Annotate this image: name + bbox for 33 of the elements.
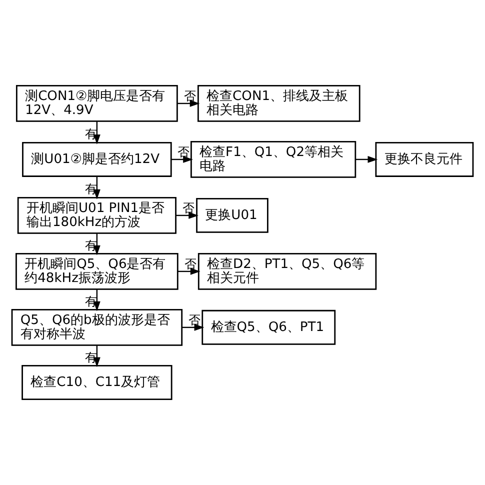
arrow [93,345,100,368]
node-box: 测U01②脚是否约12V [22,142,172,177]
node-box: 检查CON1、排线及主板相关电路 [197,85,360,122]
edge-label: 否 [182,201,195,216]
edge-label: 否 [178,145,190,160]
arrow [93,233,100,256]
edge-label: 否 [184,89,196,104]
arrow [182,324,204,331]
node-box: 测CON1②脚电压是否有12V、4.9V [16,85,178,122]
edge-label: 有 [84,238,97,252]
edge-label: 有 [84,294,97,308]
node-box: Q5、Q6的b极的波形是否有对称半波 [11,308,183,346]
arrow [171,156,193,163]
node-box: 检查D2、PT1、Q5、Q6等相关元件 [198,253,377,290]
node-box: 开机瞬间U01 PIN1是否输出180kHz的方波 [17,197,176,234]
edge-label: 有 [84,182,97,196]
arrow [93,121,100,144]
arrow [93,289,100,312]
node-box: 检查F1、Q1、Q2等相关电路 [190,141,356,178]
node-box: 开机瞬间Q5、Q6是否有约48kHz振荡波形 [16,253,178,290]
arrow [93,176,100,200]
edge-label: 有 [84,350,97,364]
edge-label: 否 [184,257,196,272]
node-box: 检查C10、C11及灯管 [22,364,172,400]
node-box: 检查Q5、Q6、PT1 [202,310,336,345]
arrow [177,100,200,107]
node-box: 更换不良元件 [375,142,474,177]
arrow [356,156,378,163]
arrow [176,212,199,219]
edge-label: 有 [84,127,97,142]
edge-label: 否 [188,313,201,328]
node-box: 更换U01 [196,198,268,233]
arrow [178,268,200,275]
